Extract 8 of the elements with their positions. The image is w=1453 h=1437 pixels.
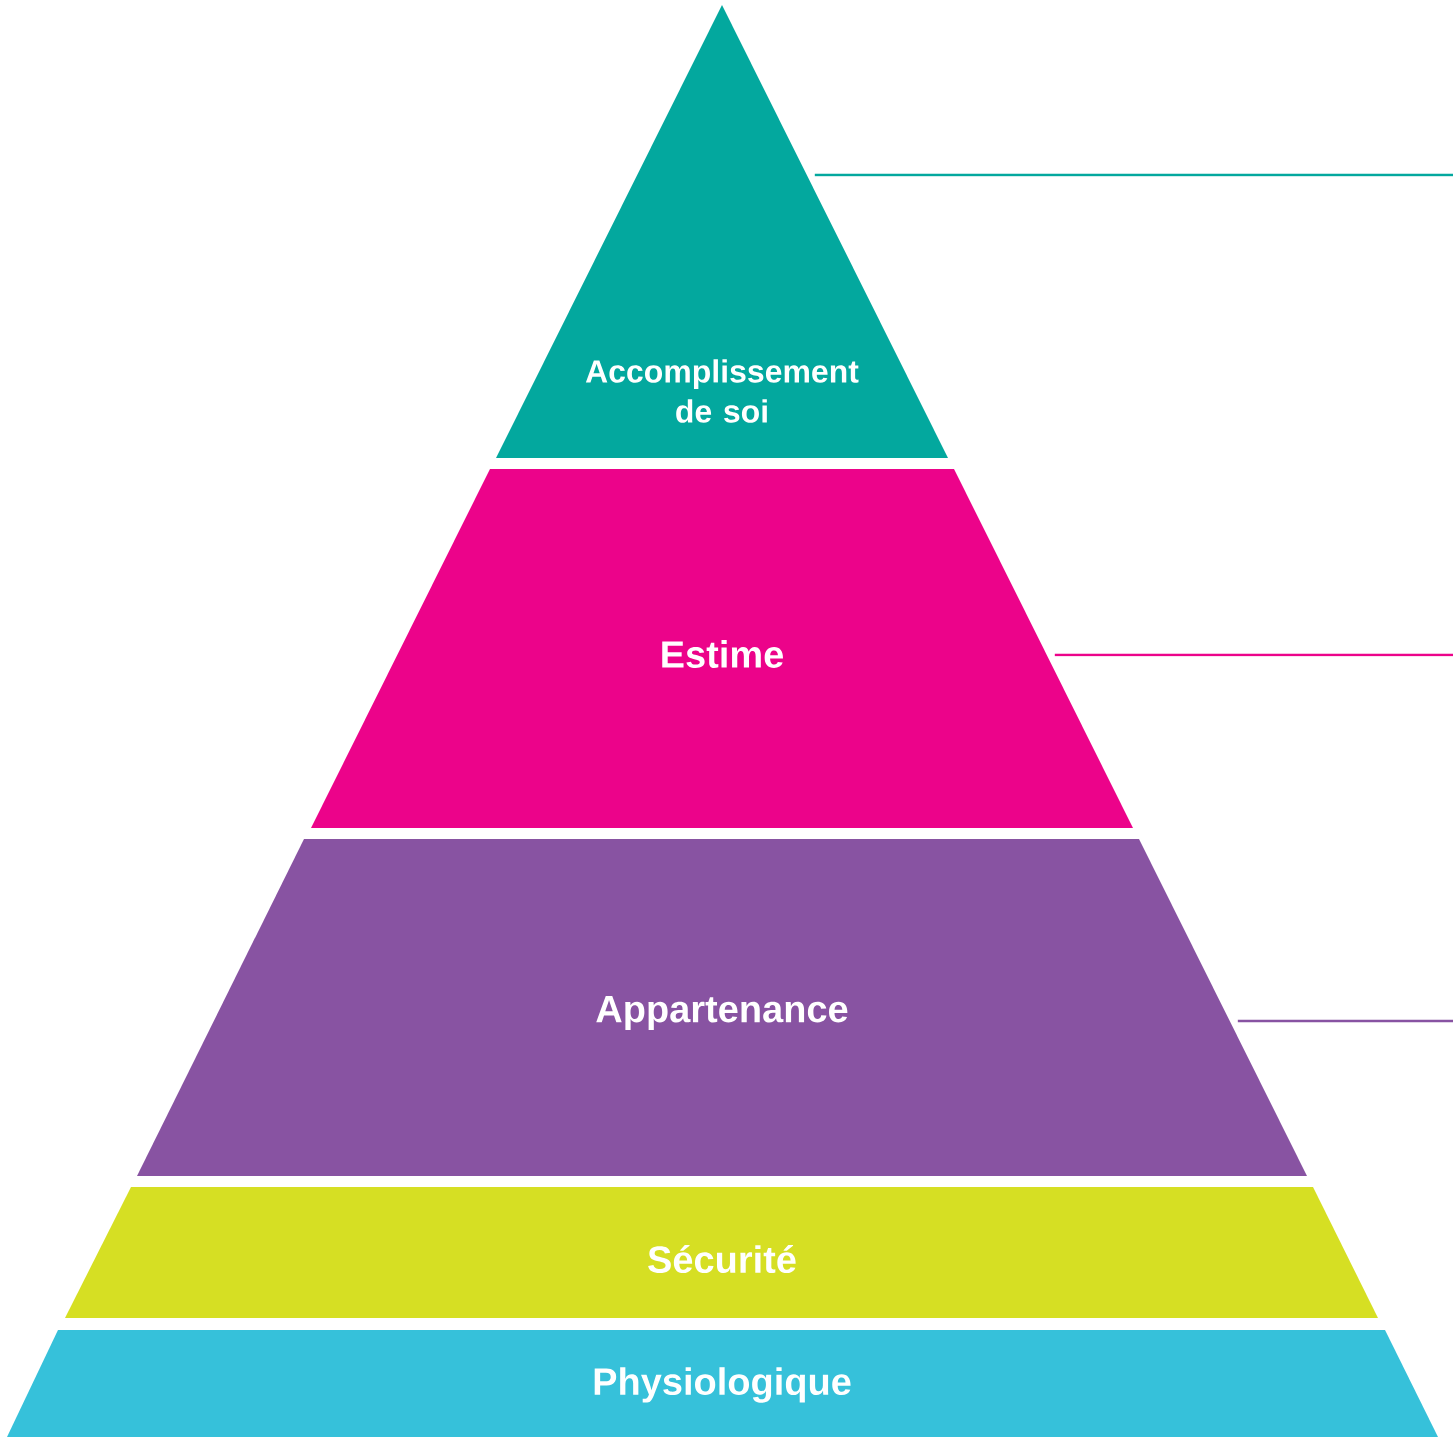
leader-line [1237, 1019, 1453, 1023]
pyramid-layer: Physiologique [7, 1330, 1438, 1437]
leader-line [1054, 653, 1453, 657]
pyramid-layer: Sécurité [65, 1187, 1378, 1318]
pyramid-layer: Appartenance [137, 839, 1307, 1176]
pyramid-layer: Accomplissement de soi [496, 5, 948, 458]
leader-line [814, 173, 1453, 177]
pyramid-layer: Estime [311, 469, 1133, 828]
